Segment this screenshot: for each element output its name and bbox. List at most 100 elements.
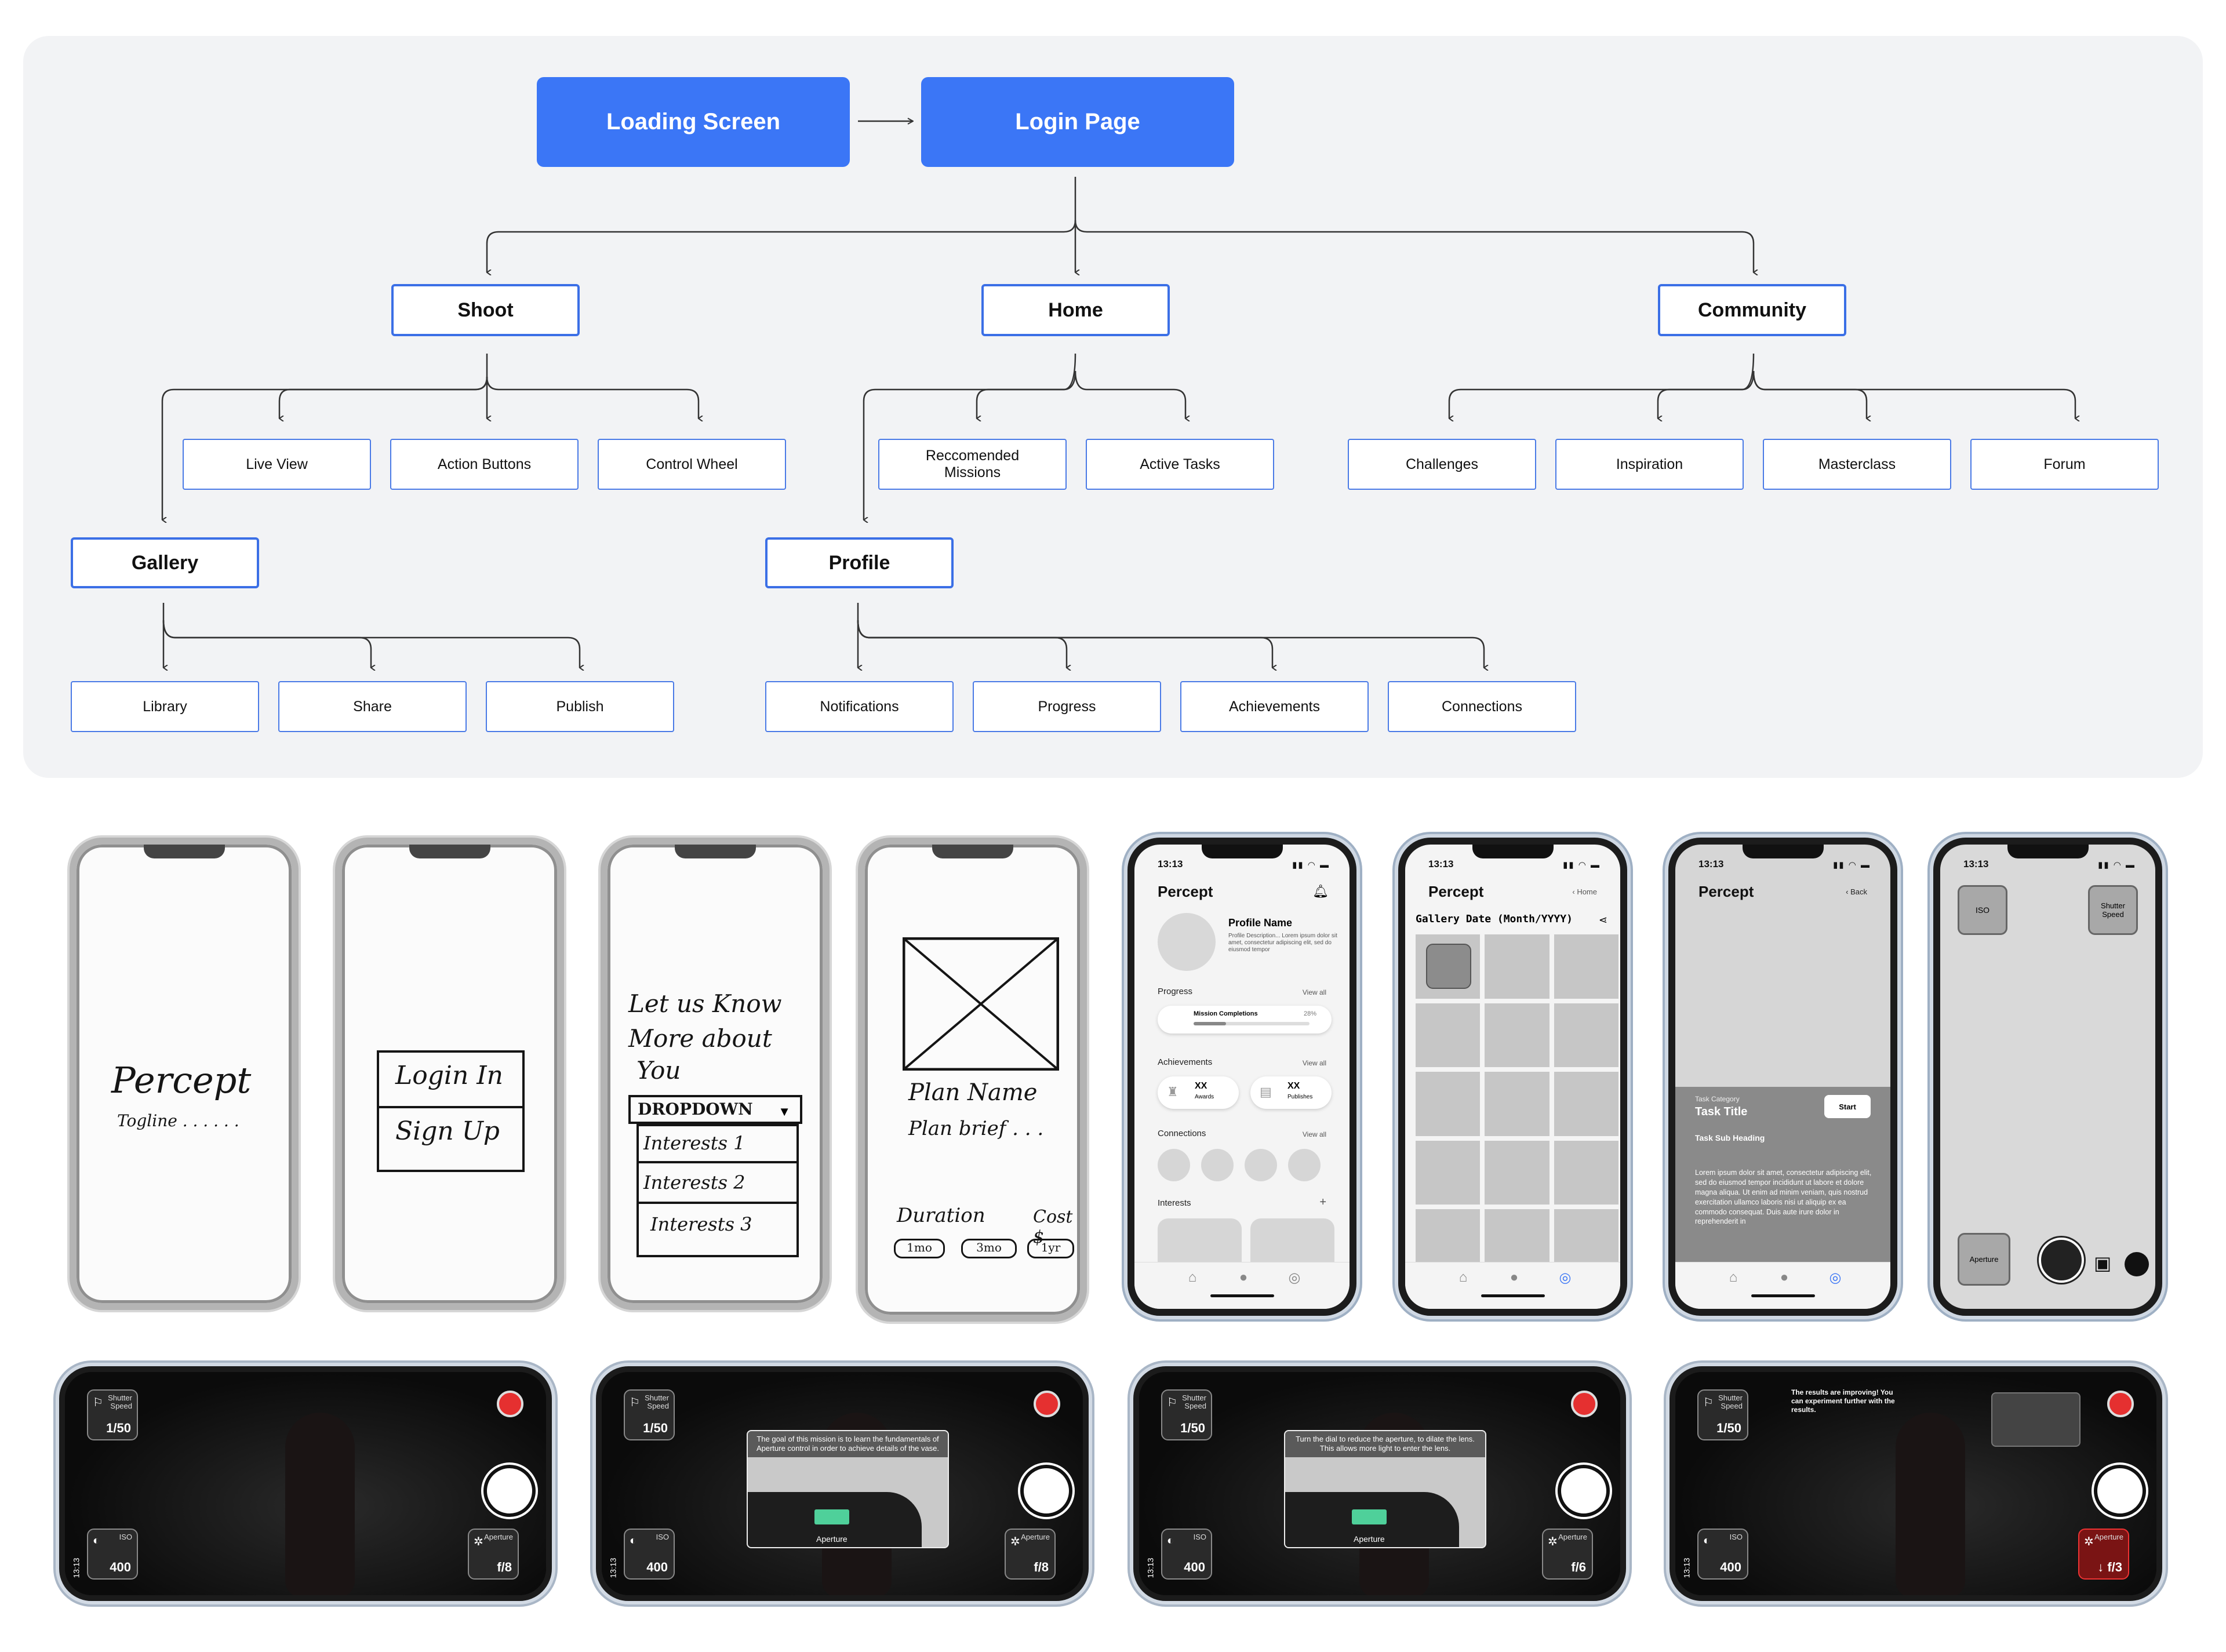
avatar[interactable] bbox=[1158, 913, 1216, 971]
mission-completion-card[interactable]: Mission Completions 28% bbox=[1158, 1006, 1332, 1034]
connection-avatar[interactable] bbox=[1245, 1149, 1277, 1181]
shutter-button[interactable] bbox=[2039, 1238, 2084, 1283]
gallery-thumbnail[interactable] bbox=[1485, 1141, 1549, 1205]
status-time: 13:13 bbox=[72, 1558, 81, 1578]
iso-icon: ◐ bbox=[1167, 1534, 1174, 1548]
gallery-thumbnail[interactable] bbox=[1554, 934, 1618, 999]
shoot-tab-icon[interactable]: ● bbox=[1767, 1269, 1802, 1286]
control-label: ISO bbox=[656, 1533, 669, 1541]
publishes-pill[interactable]: ▤ XX Publishes bbox=[1250, 1076, 1332, 1109]
start-button[interactable]: Start bbox=[1824, 1095, 1871, 1118]
control-value: f/8 bbox=[1034, 1560, 1049, 1575]
tutorial-text: The goal of this mission is to learn the… bbox=[748, 1431, 948, 1457]
interests-heading: Interests bbox=[1158, 1198, 1191, 1208]
gallery-thumbnail[interactable] bbox=[1416, 1003, 1480, 1068]
back-link[interactable]: ‹ Back bbox=[1846, 887, 1867, 896]
connection-avatar[interactable] bbox=[1201, 1149, 1234, 1181]
home-tab-icon[interactable]: ⌂ bbox=[1446, 1269, 1481, 1286]
record-button[interactable] bbox=[2107, 1391, 2134, 1417]
shutter-speed-control[interactable]: Shutter Speed bbox=[2088, 885, 2138, 935]
gallery-thumbnail[interactable] bbox=[1554, 1003, 1618, 1068]
back-home-link[interactable]: ‹ Home bbox=[1572, 887, 1597, 896]
view-all-link[interactable]: View all bbox=[1303, 1059, 1326, 1067]
control-label: Aperture bbox=[1021, 1533, 1050, 1541]
sketch-app-title: Percept bbox=[111, 1059, 251, 1101]
aperture-control[interactable]: Aperture bbox=[1958, 1233, 2010, 1286]
community-tab-icon[interactable]: ◎ bbox=[1818, 1269, 1853, 1286]
task-body-text: Lorem ipsum dolor sit amet, consectetur … bbox=[1695, 1168, 1875, 1255]
record-button[interactable] bbox=[1034, 1391, 1060, 1417]
control-value: f/8 bbox=[497, 1560, 512, 1575]
aperture-dial-preview bbox=[1991, 1392, 2080, 1447]
gallery-thumbnail[interactable] bbox=[1485, 1003, 1549, 1068]
node-login-page: Login Page bbox=[921, 77, 1234, 167]
landscape-camera-phone: ⚐Shutter Speed1/50◐ISO400✲Aperture↓ f/31… bbox=[1670, 1366, 2162, 1601]
aperture-icon: ✲ bbox=[1548, 1534, 1558, 1549]
phone-notch bbox=[2007, 843, 2089, 858]
sketch-divider bbox=[379, 1106, 522, 1108]
awards-pill[interactable]: ♜ XX Awards bbox=[1158, 1076, 1239, 1109]
status-bar: 13:13▮▮ ◠ ▬ bbox=[1134, 857, 1350, 875]
iso-icon: ◐ bbox=[1703, 1534, 1710, 1548]
share-icon[interactable]: ⋖ bbox=[1599, 914, 1607, 926]
shutter-button[interactable] bbox=[2094, 1465, 2146, 1517]
gallery-thumbnail[interactable] bbox=[1554, 1141, 1618, 1205]
add-interest-button[interactable]: + bbox=[1319, 1196, 1326, 1209]
gallery-thumbnail[interactable] bbox=[1485, 1072, 1549, 1136]
gallery-thumbnail[interactable] bbox=[1554, 1072, 1618, 1136]
connection-avatar[interactable] bbox=[1158, 1149, 1190, 1181]
sketch-duration: Duration bbox=[897, 1204, 985, 1227]
awards-label: Awards bbox=[1195, 1094, 1214, 1100]
phone-notch bbox=[144, 843, 225, 858]
bell-icon[interactable]: 🔔︎ bbox=[1312, 884, 1329, 899]
task-title: Task Title bbox=[1695, 1105, 1747, 1119]
iso-control[interactable]: ISO bbox=[1958, 885, 2007, 935]
vase-subject bbox=[285, 1413, 355, 1598]
shutter-button[interactable] bbox=[483, 1465, 536, 1517]
community-tab-icon[interactable]: ◎ bbox=[1277, 1269, 1312, 1286]
mission-progress-track bbox=[1194, 1022, 1310, 1025]
phone-profile-screen: 13:13▮▮ ◠ ▬ Percept 🔔︎ Profile Name Prof… bbox=[1127, 838, 1356, 1316]
record-button[interactable] bbox=[497, 1391, 523, 1417]
signal-wifi-battery-icon: ▮▮ ◠ ▬ bbox=[2098, 860, 2136, 870]
shutter-button[interactable] bbox=[1020, 1465, 1072, 1517]
community-tab-icon[interactable]: ◎ bbox=[1548, 1269, 1583, 1286]
record-button[interactable] bbox=[1571, 1391, 1598, 1417]
mission-progress-fill bbox=[1194, 1022, 1226, 1025]
gallery-thumbnail[interactable] bbox=[1416, 1141, 1480, 1205]
flip-camera-icon[interactable] bbox=[2125, 1252, 2149, 1276]
gallery-thumbnail[interactable] bbox=[1485, 934, 1549, 999]
gallery-thumbnail[interactable] bbox=[1416, 1072, 1480, 1136]
aperture-dial[interactable]: Aperture bbox=[1285, 1492, 1459, 1547]
selected-photo[interactable] bbox=[1426, 944, 1471, 989]
shoot-tab-icon[interactable]: ● bbox=[1497, 1269, 1532, 1286]
node-inspiration: Inspiration bbox=[1555, 439, 1744, 490]
view-all-link[interactable]: View all bbox=[1303, 1130, 1326, 1138]
connection-avatar[interactable] bbox=[1288, 1149, 1321, 1181]
shoot-tab-icon[interactable]: ● bbox=[1226, 1269, 1261, 1286]
home-tab-icon[interactable]: ⌂ bbox=[1175, 1269, 1210, 1286]
sketch-chip-3mo: 3mo bbox=[961, 1239, 1017, 1258]
node-share: Share bbox=[278, 681, 467, 732]
phone-camera-screen: 13:13▮▮ ◠ ▬ ISO Shutter Speed Aperture ▣ bbox=[1933, 838, 2162, 1316]
aperture-dial[interactable]: Aperture bbox=[748, 1492, 922, 1547]
control-label: ISO bbox=[119, 1533, 132, 1541]
gallery-thumbnail[interactable] bbox=[1416, 934, 1480, 999]
view-all-link[interactable]: View all bbox=[1303, 988, 1326, 996]
iso-icon: ◐ bbox=[630, 1534, 636, 1548]
aperture-control[interactable]: ✲Aperture↓ f/3 bbox=[2078, 1529, 2129, 1580]
shutter-button[interactable] bbox=[1558, 1465, 1610, 1517]
gallery-thumb-icon[interactable]: ▣ bbox=[2094, 1252, 2111, 1274]
home-tab-icon[interactable]: ⌂ bbox=[1716, 1269, 1751, 1286]
